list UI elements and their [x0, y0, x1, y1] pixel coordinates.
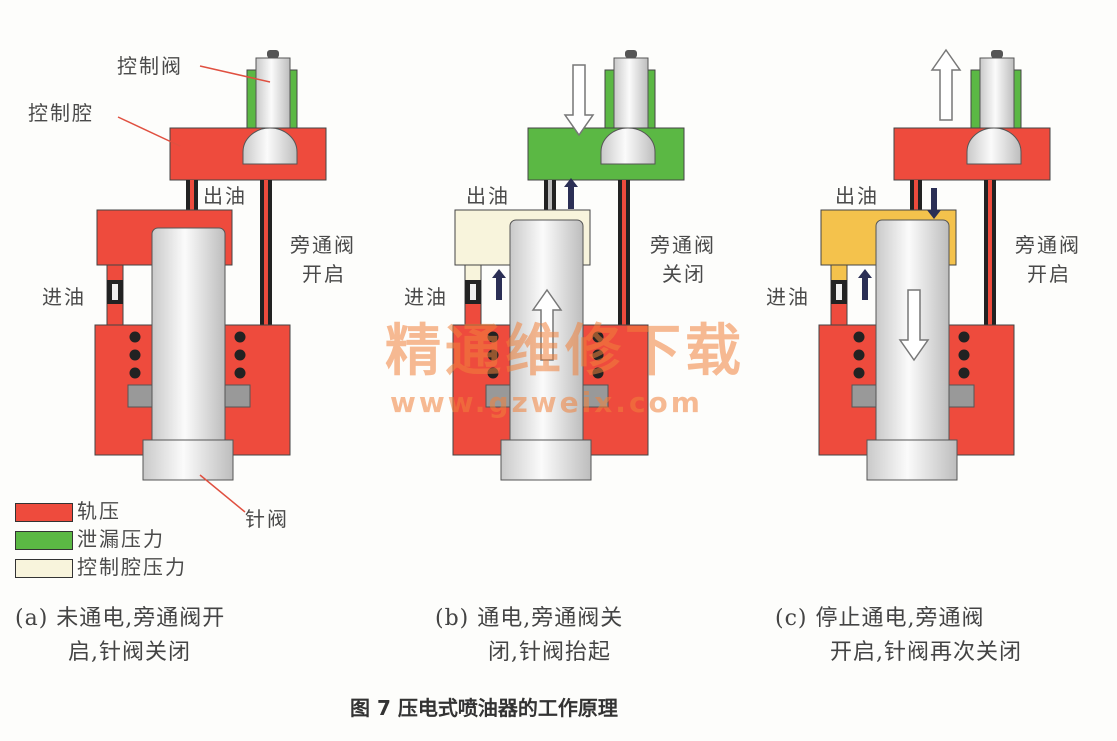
inlet-flow-arrow-icon	[492, 269, 506, 300]
label-outlet-a: 出油	[203, 184, 247, 208]
needle-close-arrow-icon	[898, 289, 930, 362]
spring-coil-dot	[592, 331, 604, 343]
figure-title: 图 7 压电式喷油器的工作原理	[350, 696, 618, 720]
label-bypass-c: 旁通阀	[1015, 233, 1081, 257]
control-valve	[979, 57, 1015, 129]
legend-swatch-rail	[15, 503, 73, 522]
valve-release-arrow-icon	[930, 48, 962, 121]
spring-coil-dot	[853, 349, 865, 361]
caption-b-line2: 闭,针阀抬起	[488, 640, 611, 665]
inlet-throttle-hole	[836, 284, 842, 300]
spring-coil-dot	[487, 349, 499, 361]
needle-foot	[500, 439, 592, 481]
bypass-pipe-core	[264, 180, 268, 326]
valve-press-arrow-icon	[563, 64, 595, 137]
control-valve	[613, 57, 649, 129]
label-outlet-c: 出油	[835, 184, 879, 208]
outlet-pipe-core	[190, 180, 194, 211]
outlet-flow-arrow-icon	[927, 188, 941, 219]
valve-tip	[267, 50, 279, 58]
legend-label-rail: 轨压	[77, 499, 121, 523]
spring-coil-dot	[487, 331, 499, 343]
inlet-throttle-hole	[112, 284, 118, 300]
spring-coil-dot	[129, 331, 141, 343]
caption-a-line1: (a) 未通电,旁通阀开	[15, 606, 226, 631]
spring-coil-dot	[853, 367, 865, 379]
label-inlet-a: 进油	[42, 285, 86, 309]
valve-dome	[242, 127, 298, 165]
caption-a-line2: 启,针阀关闭	[68, 640, 191, 665]
legend-label-control: 控制腔压力	[77, 555, 187, 579]
caption-c-line2: 开启,针阀再次关闭	[830, 640, 1022, 665]
caption-c-line1: (c) 停止通电,旁通阀	[775, 606, 985, 631]
outlet-flow-arrow-icon	[564, 178, 578, 209]
injector-panel-c	[818, 48, 1051, 481]
spring-coil-dot	[853, 331, 865, 343]
seal-ring-left	[851, 384, 878, 408]
needle-piston	[151, 227, 226, 451]
needle-foot	[142, 439, 234, 481]
inlet-pipe-lower	[830, 302, 848, 326]
watermark-text: 精通维修下载	[385, 319, 745, 384]
outlet-pipe-core	[548, 180, 552, 211]
label-control-chamber: 控制腔	[28, 101, 94, 125]
spring-coil-dot	[958, 367, 970, 379]
leader-control-chamber	[117, 116, 181, 147]
leader-control-valve	[199, 65, 271, 83]
label-inlet-c: 进油	[766, 285, 810, 309]
label-outlet-b: 出油	[466, 184, 510, 208]
injector-panel-b	[452, 50, 685, 481]
caption-b-line1: (b) 通电,旁通阀关	[435, 606, 624, 631]
needle-foot	[866, 439, 958, 481]
leader-needle	[199, 474, 246, 513]
label-needle: 针阀	[245, 507, 289, 531]
injector-panel-a	[94, 50, 327, 481]
valve-dome	[600, 127, 656, 165]
inlet-flow-arrow-icon	[858, 269, 872, 300]
valve-dome	[966, 127, 1022, 165]
spring-coil-dot	[129, 349, 141, 361]
inlet-throttle-hole	[470, 284, 476, 300]
label-bypass-state-a: 开启	[302, 262, 346, 286]
label-inlet-b: 进油	[404, 285, 448, 309]
legend-label-leak: 泄漏压力	[77, 527, 165, 551]
seal-ring-right	[948, 384, 975, 408]
spring-coil-dot	[958, 349, 970, 361]
legend-swatch-leak	[15, 531, 73, 550]
label-bypass-a: 旁通阀	[290, 233, 356, 257]
seal-ring-left	[127, 384, 154, 408]
valve-tip	[991, 50, 1003, 58]
spring-coil-dot	[958, 331, 970, 343]
inlet-pipe-lower	[106, 302, 124, 326]
bypass-pipe-core	[622, 180, 626, 326]
spring-coil-dot	[234, 331, 246, 343]
spring-coil-dot	[487, 367, 499, 379]
label-control-valve: 控制阀	[117, 54, 183, 78]
label-bypass-state-c: 开启	[1027, 262, 1071, 286]
needle-lift-arrow-icon	[531, 288, 563, 361]
watermark-url: www.gzweix.com	[390, 386, 703, 419]
bypass-pipe-core	[988, 180, 992, 326]
spring-coil-dot	[592, 349, 604, 361]
spring-coil-dot	[129, 367, 141, 379]
valve-tip	[625, 50, 637, 58]
legend-swatch-control	[15, 559, 73, 578]
control-valve	[255, 57, 291, 129]
outlet-pipe-core	[914, 180, 918, 211]
label-bypass-b: 旁通阀	[650, 233, 716, 257]
spring-coil-dot	[592, 367, 604, 379]
spring-coil-dot	[234, 367, 246, 379]
spring-coil-dot	[234, 349, 246, 361]
seal-ring-right	[224, 384, 251, 408]
label-bypass-state-b: 关闭	[662, 262, 706, 286]
